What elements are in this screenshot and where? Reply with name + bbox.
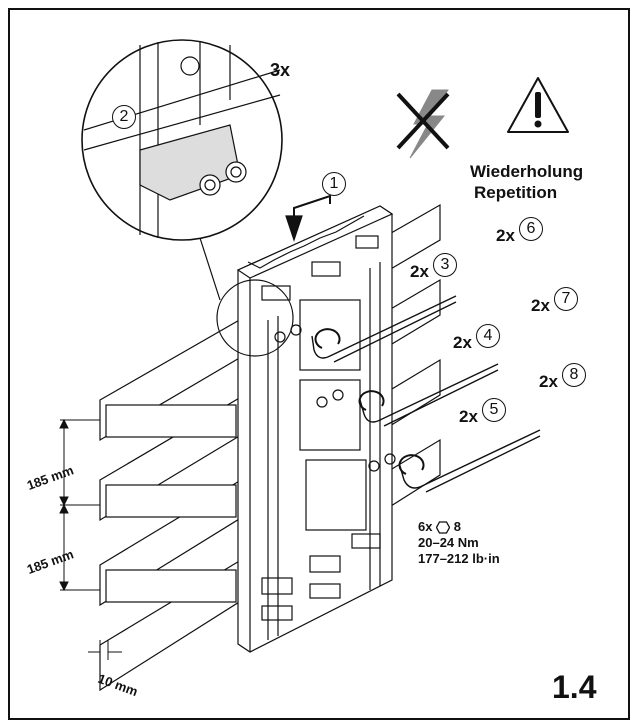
torque-nm: 20–24 Nm: [418, 535, 479, 550]
dimension-lines: [59, 418, 122, 660]
figure-number: 1.4: [552, 669, 597, 705]
mounting-panel: [236, 205, 396, 653]
step-4-count: 2x: [453, 333, 472, 352]
step-7-count: 2x: [531, 296, 550, 315]
step-5: 2x 5: [459, 398, 506, 427]
step-5-number: 5: [481, 398, 506, 422]
step-4-number: 4: [475, 324, 500, 348]
hex-socket-icon: [436, 521, 451, 534]
detail-callout: [81, 39, 283, 241]
count-3x-label: 3x: [270, 60, 291, 80]
step-4: 2x 4: [453, 324, 500, 353]
step-7-number: 7: [553, 287, 578, 311]
step-8-number: 8: [561, 363, 586, 387]
step-3: 2x 3: [410, 253, 457, 282]
detail-marker: [216, 279, 294, 357]
step-3-number: 3: [432, 253, 457, 277]
step-5-count: 2x: [459, 407, 478, 426]
no-power-icon: [396, 89, 450, 159]
screw-count: 6x: [418, 519, 433, 534]
step-1-number: 1: [322, 172, 346, 196]
step-6-count: 2x: [496, 226, 515, 245]
screw-size: 8: [453, 519, 461, 534]
step-3-count: 2x: [410, 262, 429, 281]
step-8: 2x 8: [539, 363, 586, 392]
step-7: 2x 7: [531, 287, 578, 316]
step-2-number: 2: [112, 105, 136, 129]
step-6-number: 6: [518, 217, 543, 241]
diagram-frame: [8, 8, 630, 720]
repeat-label-en: Repetition: [474, 183, 558, 202]
warning-icon: [507, 77, 569, 133]
torque-spec: 6x 8 20–24 Nm 177–212 lb·in: [418, 519, 500, 567]
step-1: 1: [322, 172, 346, 196]
step-8-count: 2x: [539, 372, 558, 391]
step-2: 2: [112, 105, 136, 129]
hex-wrenches: [311, 295, 541, 493]
torque-lbin: 177–212 lb·in: [418, 551, 500, 566]
repeat-label-de: Wiederholung: [470, 162, 584, 181]
step-6: 2x 6: [496, 217, 543, 246]
